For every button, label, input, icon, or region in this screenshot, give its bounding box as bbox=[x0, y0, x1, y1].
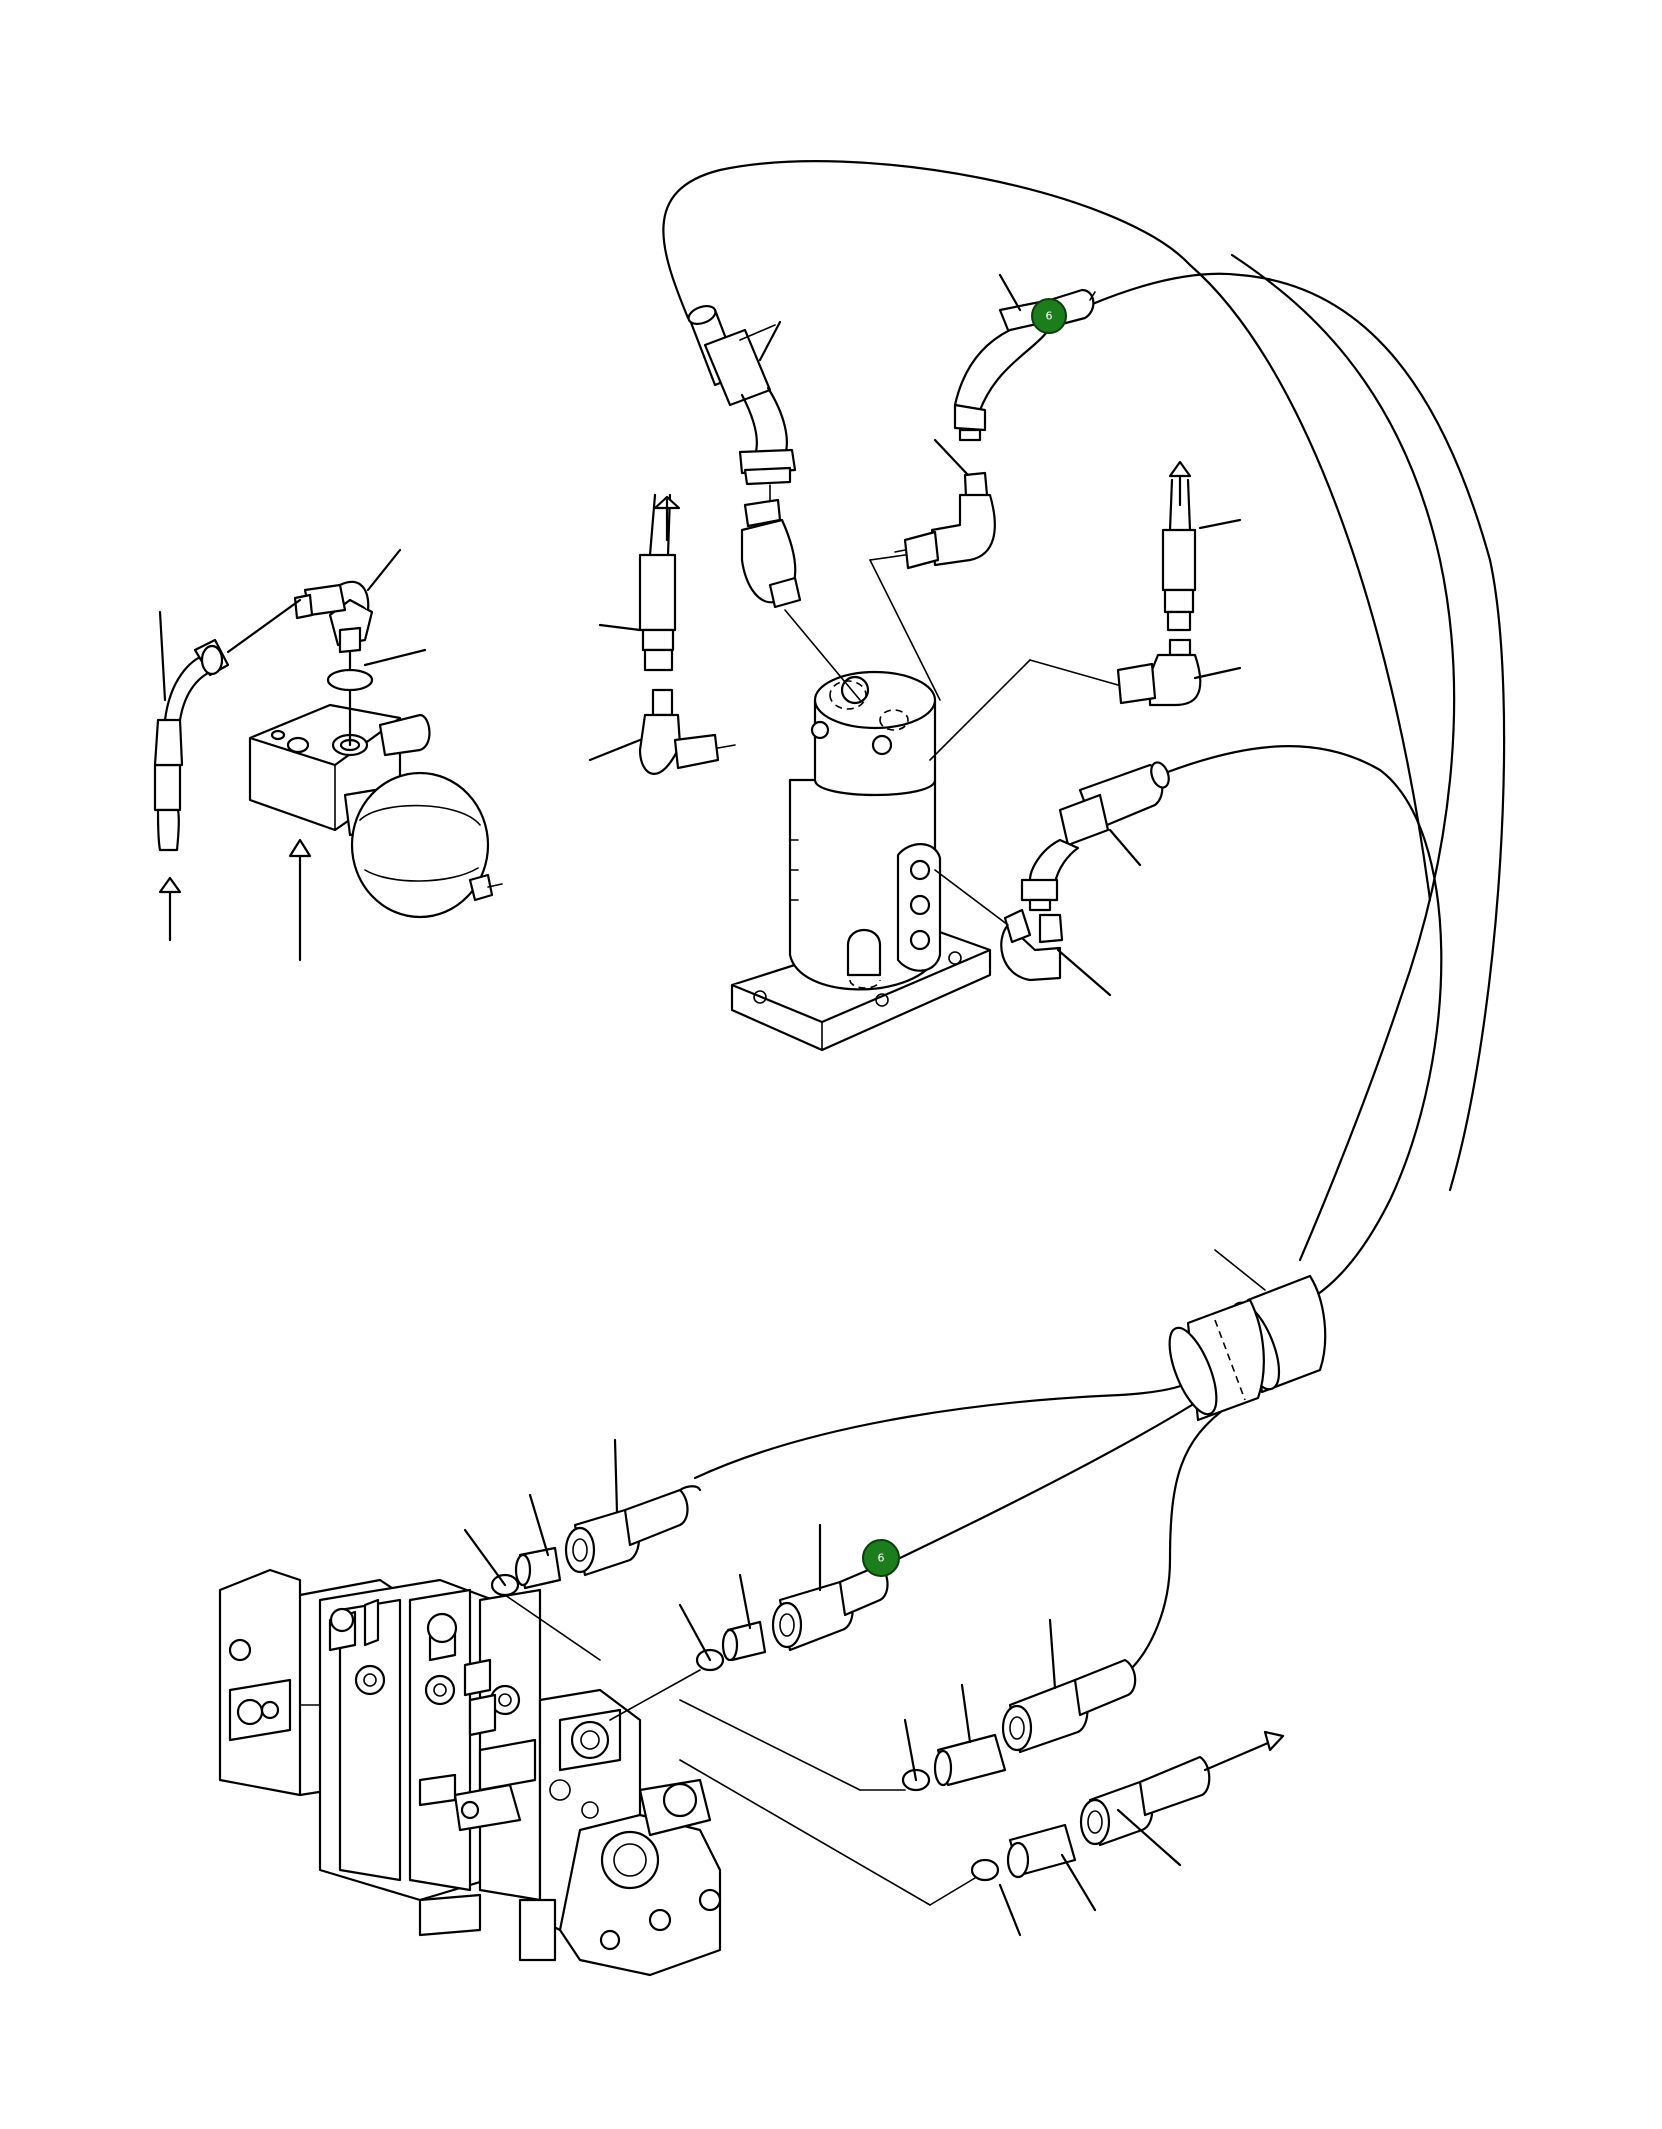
accumulator-inlet-hose bbox=[153, 598, 302, 942]
accumulator-assembly bbox=[248, 548, 503, 962]
fittings-top-left bbox=[687, 304, 802, 609]
hose-mid-right-loop bbox=[1158, 745, 1443, 1307]
hose-top-right-loop bbox=[1088, 272, 1506, 1192]
control-valve bbox=[218, 1568, 722, 1977]
connector-leaders bbox=[784, 554, 1119, 761]
hose-routes bbox=[662, 160, 1506, 1672]
fittings-right-of-swivel bbox=[1116, 460, 1242, 707]
hose-to-valve-2 bbox=[898, 1398, 1202, 1560]
callout-badge-bottom[interactable]: 6 bbox=[862, 1539, 900, 1577]
hose-to-valve-3 bbox=[1128, 1403, 1232, 1672]
valve-fitting-set-2 bbox=[609, 1523, 889, 1721]
callout-label: 6 bbox=[878, 1552, 885, 1565]
hose-sleeve-clamp bbox=[1168, 1249, 1327, 1422]
callout-badge-top[interactable]: 6 bbox=[1031, 298, 1067, 334]
fittings-lower-right-of-swivel bbox=[934, 761, 1170, 997]
fittings-top-center bbox=[894, 273, 1096, 570]
fittings-left-of-swivel bbox=[588, 493, 736, 775]
hose-swivel-to-sleeve-a bbox=[1230, 253, 1456, 1262]
valve-fitting-set-1 bbox=[463, 1438, 702, 1661]
swivel-joint bbox=[730, 670, 992, 1052]
hose-left-loop bbox=[662, 160, 1432, 902]
valve-fitting-set-3 bbox=[679, 1618, 1137, 1792]
hose-to-valve-1 bbox=[693, 1373, 1202, 1480]
valve-fitting-set-4 bbox=[679, 1730, 1285, 1937]
callout-label: 6 bbox=[1046, 310, 1053, 323]
